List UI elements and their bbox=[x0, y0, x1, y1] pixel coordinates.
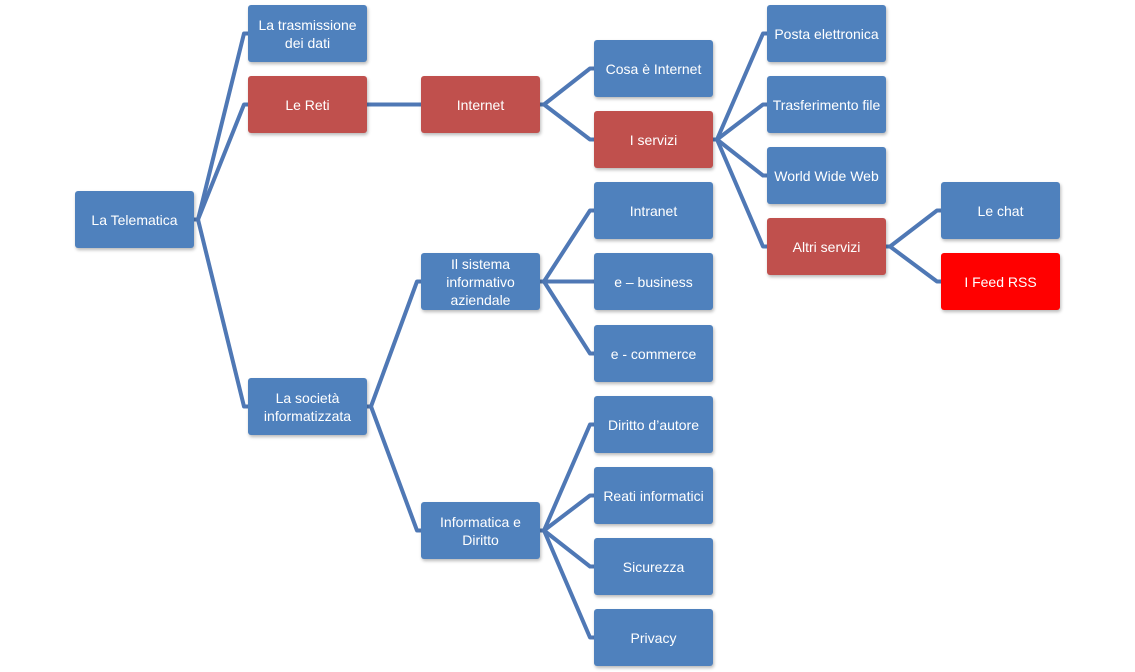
connector-societa-sistema bbox=[367, 279, 421, 409]
node-cosa[interactable]: Cosa è Internet bbox=[594, 40, 713, 97]
connector-sistema-intranet bbox=[540, 208, 594, 284]
node-servizi[interactable]: I servizi bbox=[594, 111, 713, 168]
node-label: La trasmissione dei dati bbox=[258, 16, 357, 51]
node-label: World Wide Web bbox=[774, 167, 879, 184]
node-label: La Telematica bbox=[91, 211, 178, 228]
node-altri[interactable]: Altri servizi bbox=[767, 218, 886, 275]
connector-root-societa bbox=[194, 217, 248, 409]
node-www[interactable]: World Wide Web bbox=[767, 147, 886, 204]
node-label: Il sistema informativo aziendale bbox=[446, 255, 515, 308]
node-label: Sicurezza bbox=[622, 558, 685, 575]
node-label: Internet bbox=[456, 96, 505, 113]
node-root[interactable]: La Telematica bbox=[75, 191, 194, 248]
node-societa[interactable]: La società informatizzata bbox=[248, 378, 367, 435]
node-sicurezza[interactable]: Sicurezza bbox=[594, 538, 713, 595]
node-autore[interactable]: Diritto d’autore bbox=[594, 396, 713, 453]
node-label: Privacy bbox=[630, 629, 677, 646]
connector-root-trasmissione bbox=[194, 31, 248, 222]
node-diritto[interactable]: Informatica e Diritto bbox=[421, 502, 540, 559]
node-chat[interactable]: Le chat bbox=[941, 182, 1060, 239]
node-label: Posta elettronica bbox=[774, 25, 879, 42]
node-ecommerce[interactable]: e - commerce bbox=[594, 325, 713, 382]
node-feed[interactable]: I Feed RSS bbox=[941, 253, 1060, 310]
connector-diritto-privacy bbox=[540, 528, 594, 640]
node-label: Intranet bbox=[629, 202, 678, 219]
node-label: Le chat bbox=[977, 202, 1024, 219]
connector-altri-feed bbox=[886, 244, 941, 284]
node-sistema[interactable]: Il sistema informativo aziendale bbox=[421, 253, 540, 310]
node-label: e - commerce bbox=[610, 345, 697, 362]
node-privacy[interactable]: Privacy bbox=[594, 609, 713, 666]
node-trasmissione[interactable]: La trasmissione dei dati bbox=[248, 5, 367, 62]
node-label: Le Reti bbox=[285, 96, 330, 113]
node-internet[interactable]: Internet bbox=[421, 76, 540, 133]
node-label: Trasferimento file bbox=[772, 96, 881, 113]
connector-altri-chat bbox=[886, 208, 941, 249]
node-posta[interactable]: Posta elettronica bbox=[767, 5, 886, 62]
connector-internet-cosa bbox=[540, 66, 594, 107]
node-label: Reati informatici bbox=[603, 487, 704, 504]
node-intranet[interactable]: Intranet bbox=[594, 182, 713, 239]
node-reati[interactable]: Reati informatici bbox=[594, 467, 713, 524]
node-label: Altri servizi bbox=[792, 238, 861, 255]
node-label: Diritto d’autore bbox=[607, 416, 700, 433]
node-label: e – business bbox=[614, 273, 693, 290]
node-reti[interactable]: Le Reti bbox=[248, 76, 367, 133]
connector-sistema-ecommerce bbox=[540, 279, 594, 356]
connector-internet-servizi bbox=[540, 102, 594, 142]
connector-servizi-trasferimento bbox=[713, 102, 767, 142]
node-trasferimento[interactable]: Trasferimento file bbox=[767, 76, 886, 133]
connector-societa-diritto bbox=[367, 404, 421, 533]
node-label: La società informatizzata bbox=[263, 389, 352, 424]
node-label: Informatica e Diritto bbox=[440, 513, 521, 548]
node-label: Cosa è Internet bbox=[605, 60, 702, 77]
node-ebusiness[interactable]: e – business bbox=[594, 253, 713, 310]
connector-servizi-altri bbox=[713, 137, 767, 249]
node-label: I Feed RSS bbox=[964, 273, 1037, 290]
node-label: I servizi bbox=[629, 131, 678, 148]
connector-diritto-reati bbox=[540, 493, 594, 533]
